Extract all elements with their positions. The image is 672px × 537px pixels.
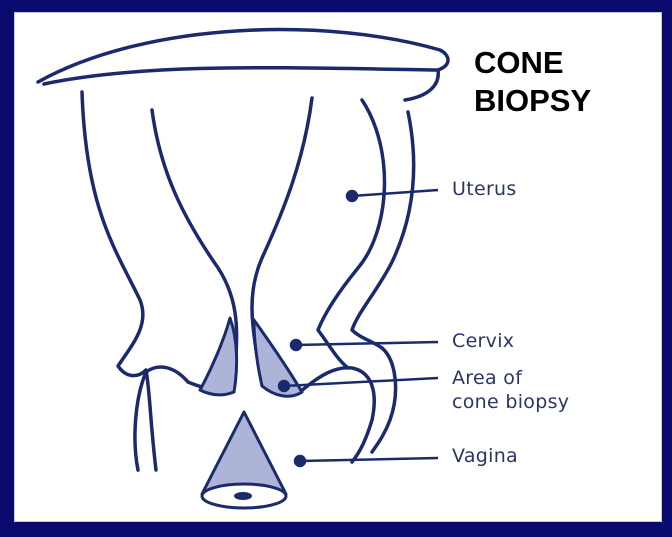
uterus-left-wall-outer [82,92,156,470]
cone-area-leader-dot [279,381,289,391]
uterus-right-wall-curve [352,112,414,348]
label-uterus: Uterus [452,177,517,201]
label-cervix: Cervix [452,329,514,353]
vagina-left-wall [135,367,188,470]
uterus-leader-line [352,190,438,196]
slide-title-line-1: CONE [474,44,591,82]
label-cone-area: Area of cone biopsy [452,366,569,414]
label-vagina: Vagina [452,444,518,468]
label-cone-area-line-1: Area of [452,366,569,390]
cervix-leader-dot [291,340,301,350]
uterus-leader-dot [347,191,357,201]
uterus-fundus-inner [44,68,438,100]
cervix-leader-line [296,342,438,345]
vagina-leader-line [300,458,438,461]
slide-title: CONE BIOPSY [474,44,591,120]
cone-area-leader-line [284,378,438,386]
vagina-leader-dot [295,456,305,466]
label-cone-area-line-2: cone biopsy [452,390,569,414]
cervix-cone-left-shading [200,318,237,395]
excised-cone-canal [234,492,252,500]
slide-title-line-2: BIOPSY [474,82,591,120]
